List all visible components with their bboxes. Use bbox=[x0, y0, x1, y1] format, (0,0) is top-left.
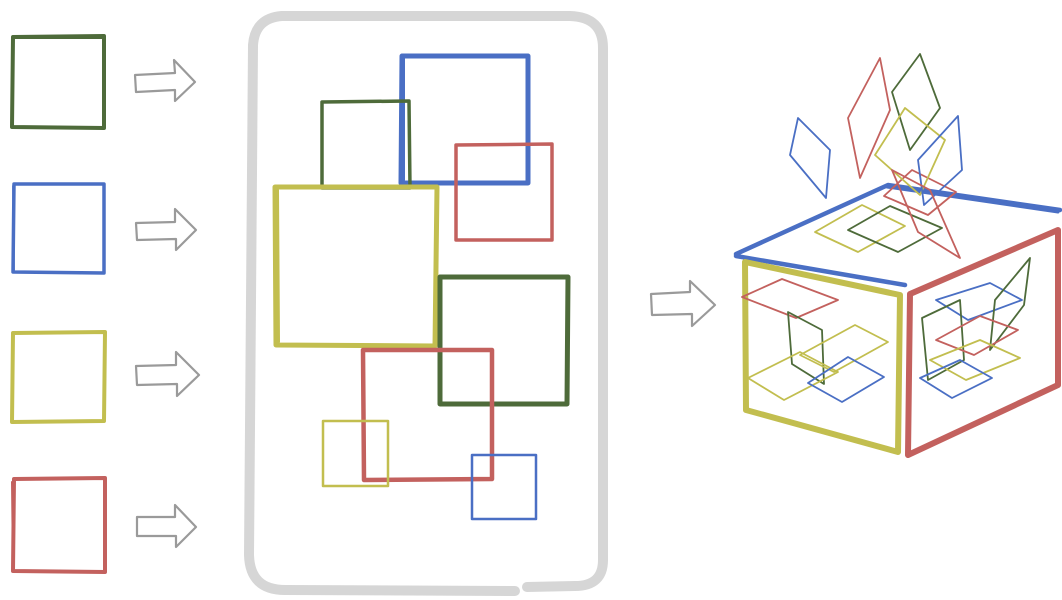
ballot-box-icon bbox=[733, 53, 1062, 458]
input-squares bbox=[10, 34, 107, 574]
square-red-medium bbox=[454, 142, 554, 242]
square-blue-large bbox=[398, 53, 531, 186]
arrow-right-icon bbox=[135, 503, 198, 549]
container bbox=[244, 11, 608, 596]
arrow-right-icon bbox=[134, 350, 201, 398]
input-square-green bbox=[10, 34, 106, 130]
input-square-blue bbox=[11, 182, 106, 275]
square-green-small bbox=[320, 99, 412, 190]
square-yellow-large bbox=[272, 184, 440, 349]
square-red-large bbox=[360, 347, 495, 483]
container-squares bbox=[272, 53, 571, 521]
square-blue-small bbox=[470, 453, 538, 521]
square-green-large bbox=[437, 274, 571, 407]
input-square-yellow bbox=[10, 330, 107, 424]
arrow-right-icon bbox=[649, 279, 717, 328]
square-yellow-small bbox=[321, 419, 390, 488]
arrow-right-icon bbox=[134, 207, 198, 252]
arrows bbox=[133, 58, 717, 549]
input-square-red bbox=[11, 476, 107, 574]
arrow-right-icon bbox=[133, 58, 197, 103]
